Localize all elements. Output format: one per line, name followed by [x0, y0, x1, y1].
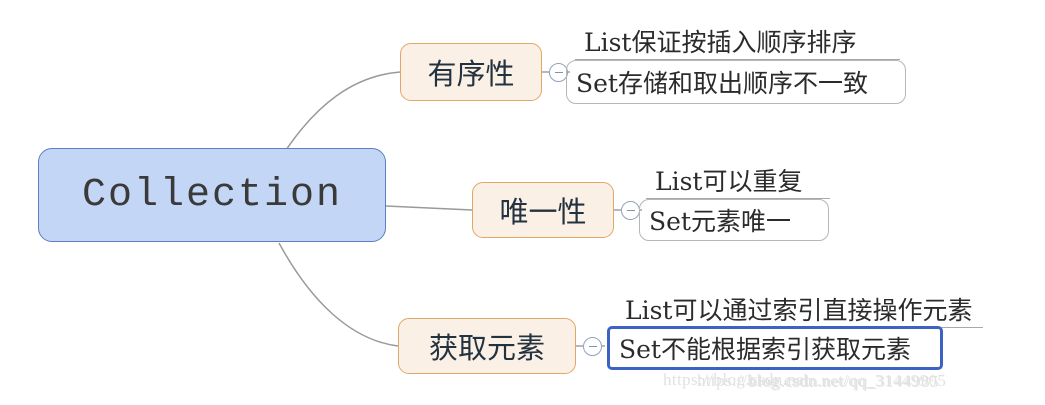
leaf-node-uniqueness-list[interactable]: List可以重复 [646, 161, 830, 199]
collapse-toggle-uniqueness-icon[interactable] [621, 201, 640, 220]
leaf-node-ordering-set-label: Set存储和取出顺序不一致 [576, 69, 868, 98]
collapse-toggle-ordering-icon[interactable] [549, 63, 568, 82]
collapse-toggle-access-icon[interactable] [583, 337, 602, 356]
connector-root-to-branch-2 [385, 205, 473, 211]
watermark-line-c: blog.csdn.net/qq_3144985 [749, 372, 939, 391]
branch-node-access[interactable]: 获取元素 [398, 318, 576, 374]
connector-root-to-branch-1 [285, 71, 401, 151]
branch-node-ordering-label: 有序性 [427, 57, 515, 91]
root-node-label: Collection [81, 172, 343, 218]
leaf-node-access-set-selected-label: Set不能根据索引获取元素 [619, 335, 911, 364]
leaf-node-access-list[interactable]: List可以通过索引直接操作元素 [616, 290, 983, 328]
leaf-node-uniqueness-set[interactable]: Set元素唯一 [639, 199, 829, 241]
leaf-node-ordering-set[interactable]: Set存储和取出顺序不一致 [566, 60, 906, 104]
root-node[interactable]: Collection [38, 148, 386, 242]
leaf-node-access-set-selected[interactable]: Set不能根据索引获取元素 [607, 326, 943, 370]
connector-root-to-branch-3 [278, 242, 399, 347]
leaf-node-uniqueness-set-label: Set元素唯一 [649, 207, 791, 236]
branch-node-ordering[interactable]: 有序性 [400, 43, 542, 101]
leaf-node-ordering-list[interactable]: List保证按插入顺序排序 [575, 22, 900, 60]
leaf-node-uniqueness-list-label: List可以重复 [655, 166, 803, 196]
leaf-node-access-list-label: List可以通过索引直接操作元素 [625, 295, 973, 325]
branch-node-uniqueness[interactable]: 唯一性 [472, 182, 614, 238]
branch-node-access-label: 获取元素 [428, 331, 545, 365]
branch-node-uniqueness-label: 唯一性 [499, 195, 587, 229]
leaf-node-ordering-list-label: List保证按插入顺序排序 [584, 27, 857, 57]
watermark-line-b: https://blog.csdn.net/qq_31449905 [697, 371, 947, 390]
watermark-line-a: https://blog.csdn.net [663, 370, 810, 389]
